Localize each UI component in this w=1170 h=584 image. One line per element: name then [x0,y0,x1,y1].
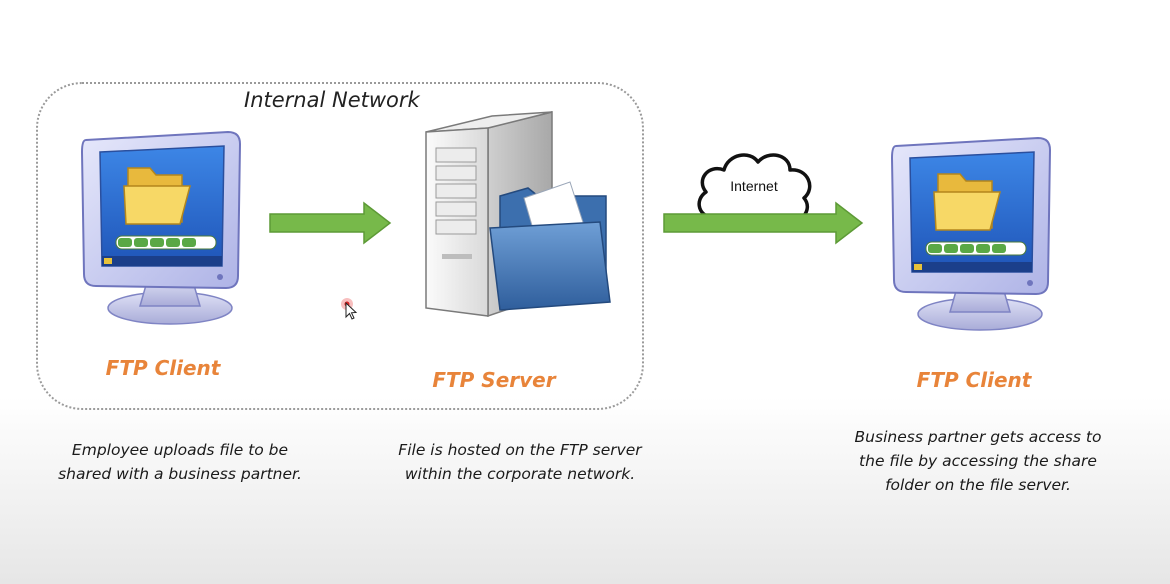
caption-line: Employee uploads file to be [71,441,289,459]
internal-network-boundary [36,82,644,410]
ftp-client-right-label: FTP Client [916,368,1032,392]
internal-network-label: Internal Network [244,88,420,112]
ftp-client-right-caption: Business partner gets access to the file… [836,425,1120,497]
caption-line: File is hosted on the FTP server [398,441,642,459]
caption-line: folder on the file server. [885,476,1071,494]
mouse-pointer-icon [341,298,358,320]
ftp-client-left-label: FTP Client [105,356,221,380]
ftp-server-label: FTP Server [432,368,556,392]
caption-line: within the corporate network. [404,465,636,483]
ftp-client-left-caption: Employee uploads file to be shared with … [40,438,320,486]
share-arrow [663,201,864,245]
upload-arrow [269,201,392,245]
internet-label: Internet [730,178,778,194]
ftp-server-icon [425,111,611,318]
ftp-server-caption: File is hosted on the FTP server within … [374,438,666,486]
caption-line: Business partner gets access to [854,428,1102,446]
caption-line: the file by accessing the share [859,452,1097,470]
ftp-client-left-monitor-icon [80,130,242,325]
caption-line: shared with a business partner. [58,465,302,483]
ftp-client-right-monitor-icon [890,136,1052,331]
